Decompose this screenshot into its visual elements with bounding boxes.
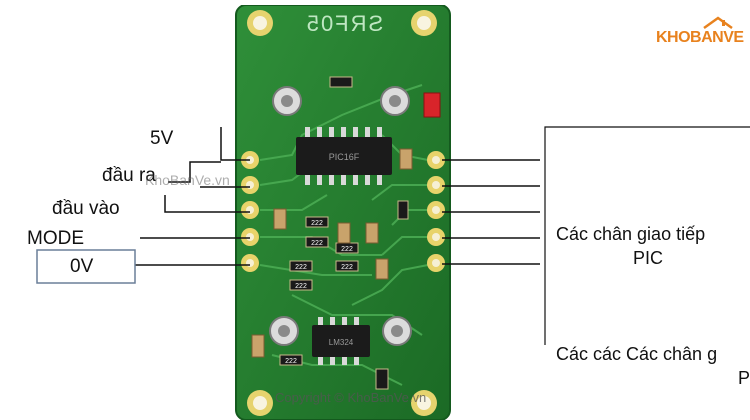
label-bottom-line1: Các các Các chân g (556, 344, 718, 364)
svg-text:222: 222 (341, 264, 353, 271)
smd-resistor: 222 (305, 216, 329, 228)
svg-text:LM324: LM324 (329, 338, 354, 347)
mounting-hole (247, 390, 273, 416)
logo-text: KHOBANVE (656, 29, 744, 46)
svg-text:PIC16F: PIC16F (329, 152, 360, 162)
smd-resistor (329, 76, 353, 88)
mounting-hole (411, 390, 437, 416)
mounting-hole (247, 10, 273, 36)
smd-capacitor (375, 258, 389, 280)
label-bottom-line2: P (738, 368, 750, 388)
led (423, 92, 441, 118)
smd-resistor: 222 (305, 236, 329, 248)
left-header-pads (241, 151, 259, 272)
leader-line-input (164, 195, 250, 213)
label-mode: MODE (27, 228, 84, 249)
capacitor-bottom-left (269, 316, 299, 346)
smd-capacitor (273, 208, 287, 230)
smd-capacitor (399, 148, 413, 170)
label-interface-line2: PIC (633, 248, 664, 268)
svg-text:222: 222 (341, 246, 353, 253)
label-5v: 5V (150, 128, 174, 149)
srf05-board: SRF05 PIC16F LM324 (235, 5, 451, 420)
label-input: đầu vào (52, 198, 120, 219)
board-title: SRF05 (305, 11, 383, 36)
smd-resistor: 222 (335, 260, 359, 272)
smd-capacitor (251, 334, 265, 358)
smd-capacitor (337, 222, 351, 244)
svg-text:222: 222 (295, 283, 307, 290)
capacitor-top-right (380, 86, 410, 116)
smd-capacitor (365, 222, 379, 244)
khobanve-logo: KHOBANVE (656, 14, 744, 50)
leader-line-output (168, 161, 221, 183)
microcontroller-chip: PIC16F (296, 127, 392, 185)
smd-resistor: 222 (279, 354, 303, 366)
svg-text:222: 222 (295, 264, 307, 271)
right-header-pads (427, 151, 445, 272)
capacitor-bottom-right (382, 316, 412, 346)
watermark-copyright: Copyright © KhoBanVe.vn (275, 390, 427, 405)
smd-capacitor (375, 368, 389, 390)
interface-bracket (544, 126, 750, 345)
opamp-chip: LM324 (312, 317, 370, 365)
capacitor-top-left (272, 86, 302, 116)
smd-resistor: 222 (289, 260, 313, 272)
leader-line-5v (220, 127, 250, 161)
label-output: đầu ra (102, 165, 156, 186)
watermark-mid: KhoBanVe.vn (145, 172, 230, 188)
label-gnd: 0V (70, 256, 94, 277)
smd-resistor: 222 (289, 279, 313, 291)
gnd-label-box (36, 249, 136, 284)
svg-text:222: 222 (311, 220, 323, 227)
svg-text:222: 222 (285, 358, 297, 365)
mounting-hole (411, 10, 437, 36)
house-roof-icon (703, 16, 733, 30)
label-interface-line1: Các chân giao tiếp (556, 224, 706, 244)
smd-capacitor (397, 200, 409, 220)
svg-text:222: 222 (311, 240, 323, 247)
